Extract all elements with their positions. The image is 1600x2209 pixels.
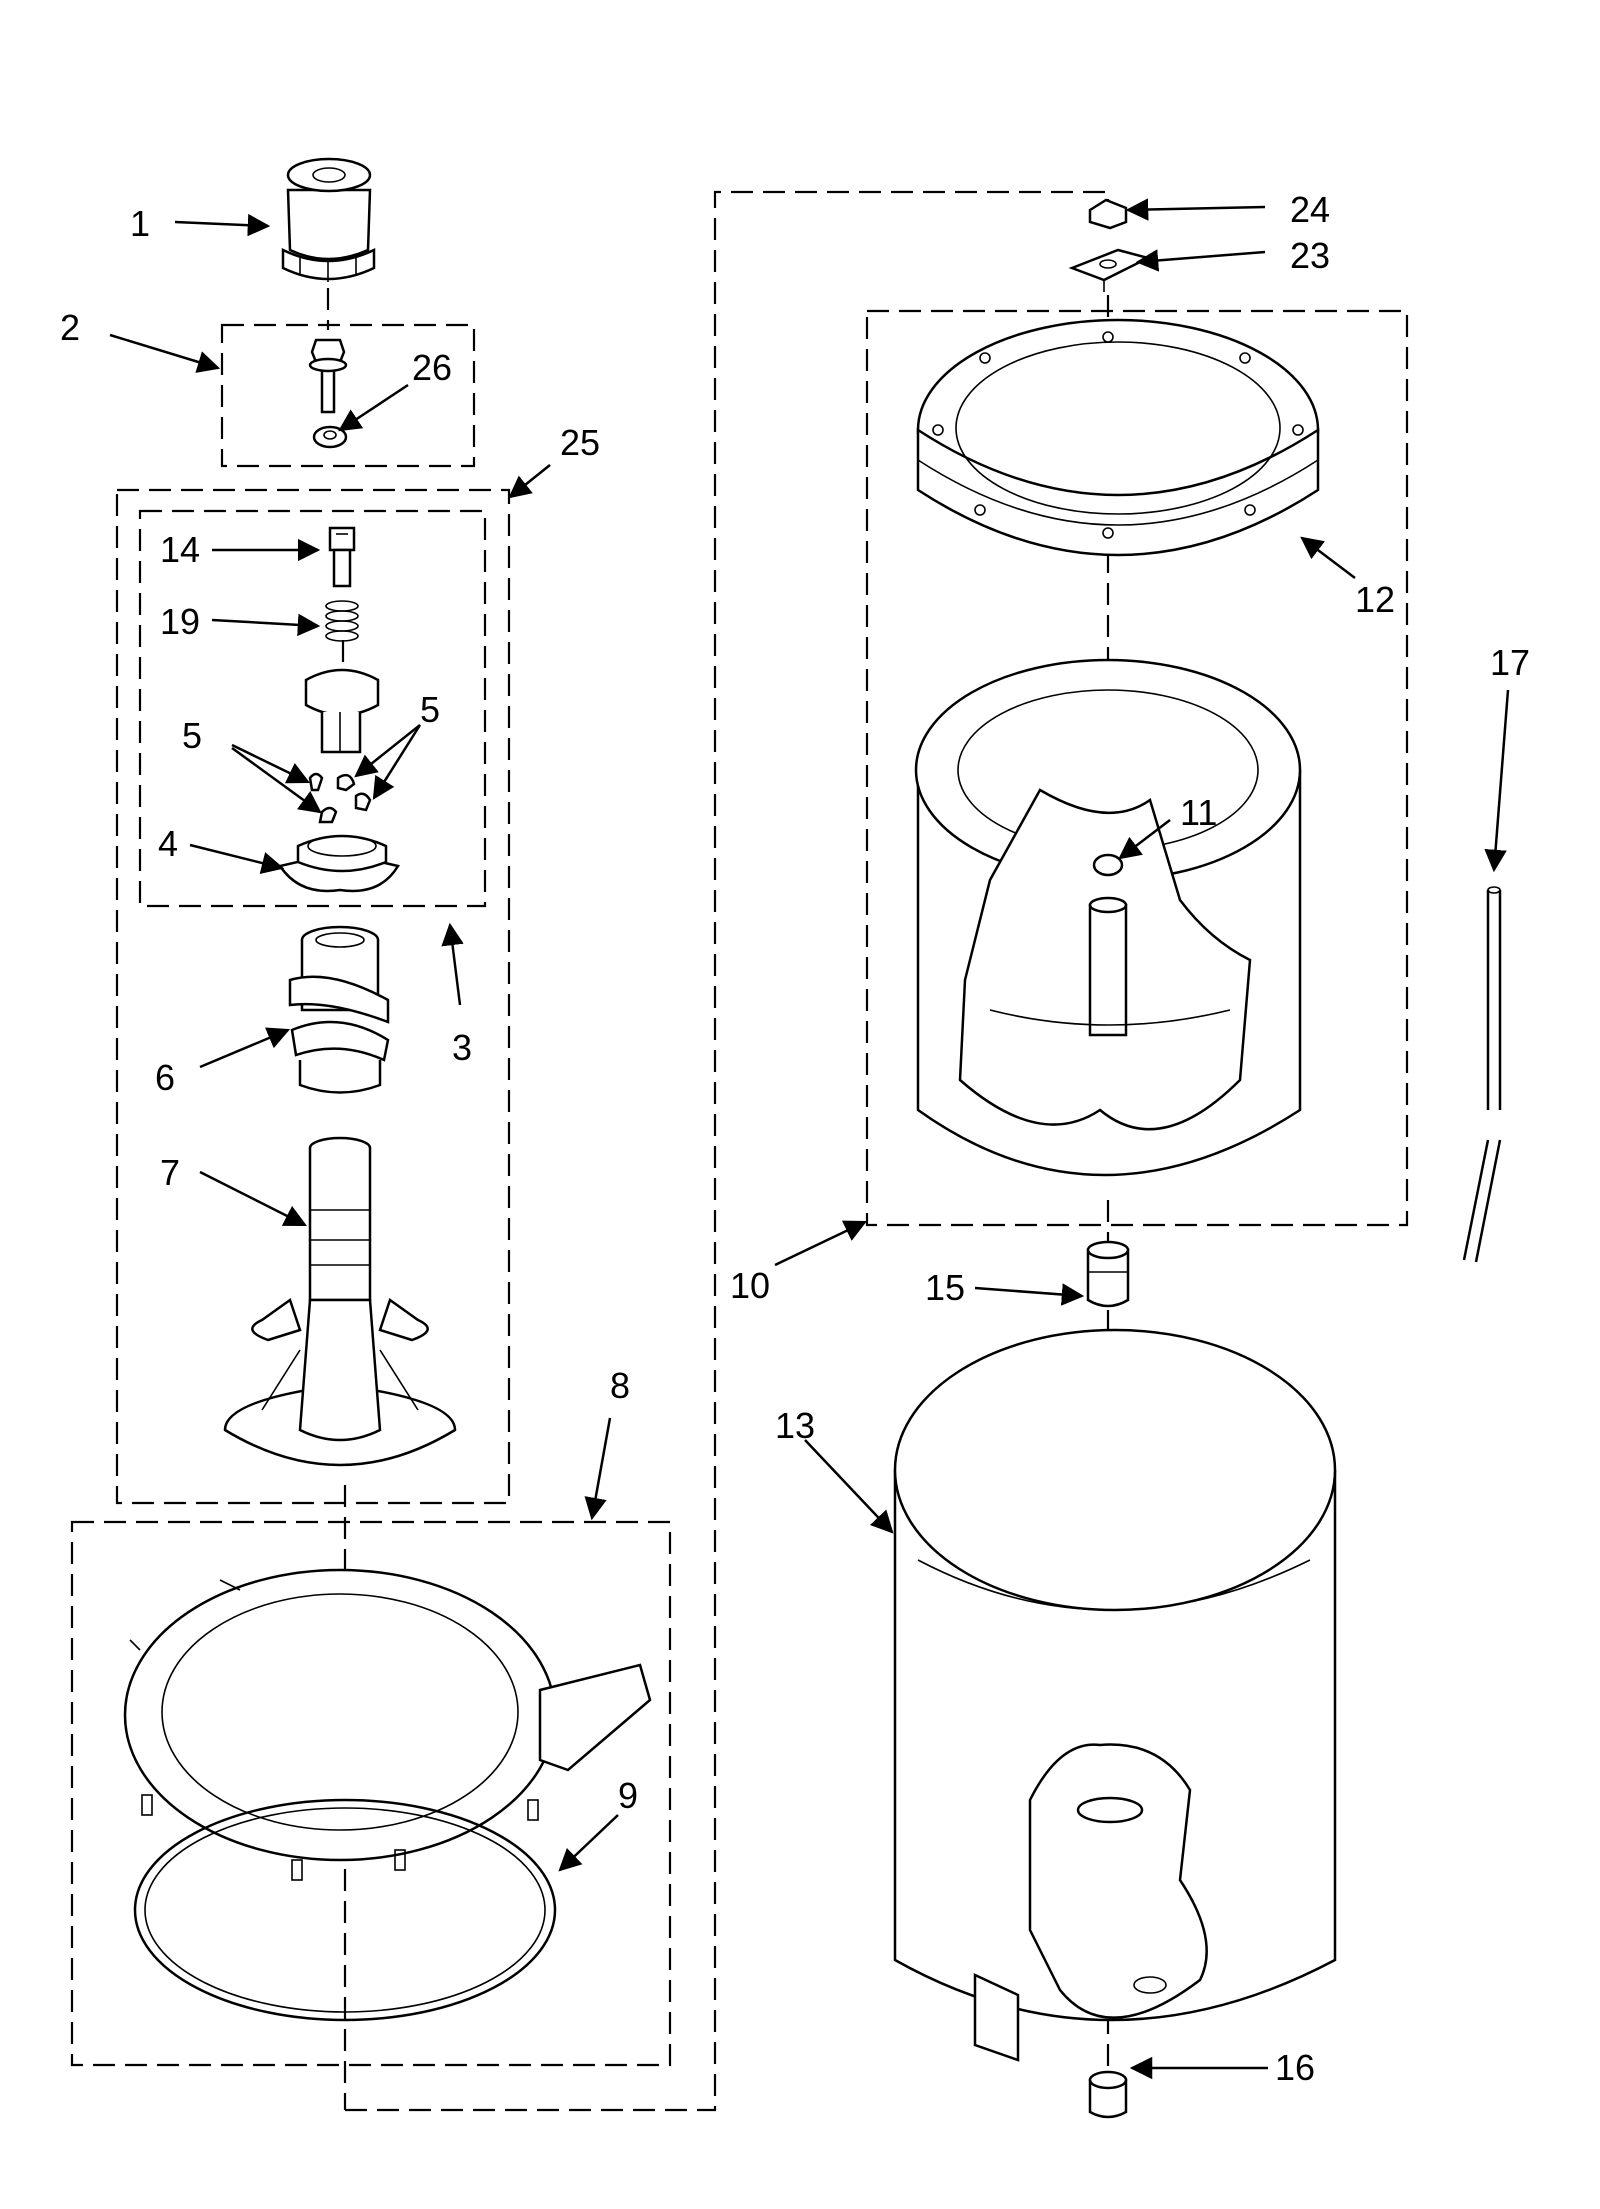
callout-10: 10 <box>730 1265 770 1306</box>
callout-23: 23 <box>1290 235 1330 276</box>
part-15-clutch-spline <box>1086 1240 1130 1308</box>
callout-24: 24 <box>1290 189 1330 230</box>
part-9-seal <box>133 1798 557 2022</box>
box-3 <box>138 509 487 908</box>
callout-14: 14 <box>160 529 200 570</box>
callout-13: 13 <box>775 1405 815 1446</box>
part-6-auger <box>288 925 390 1094</box>
group-boxes <box>70 309 1409 2067</box>
part-17-hose <box>1462 886 1502 1263</box>
part-7-agitator-base <box>223 1136 457 1467</box>
callout-8: 8 <box>610 1365 630 1406</box>
callout-6: 6 <box>155 1057 175 1098</box>
part-13-tub <box>893 1328 1337 2062</box>
part-1-cap <box>281 157 376 282</box>
callout-5-right: 5 <box>420 689 440 730</box>
callout-3: 3 <box>452 1027 472 1068</box>
box-8 <box>70 1520 672 2067</box>
part-10-basket <box>914 658 1302 1177</box>
callout-1: 1 <box>130 203 150 244</box>
part-23-bracket <box>1068 248 1152 292</box>
callout-12: 12 <box>1355 579 1395 620</box>
part-8-ring <box>123 1568 652 1881</box>
part-5-dogs <box>308 772 372 824</box>
callout-26: 26 <box>412 347 452 388</box>
callout-7: 7 <box>160 1152 180 1193</box>
part-26-washer <box>312 425 348 449</box>
leader-arrows <box>109 198 1510 2080</box>
part-24-clip <box>1088 198 1128 230</box>
callout-25: 25 <box>560 422 600 463</box>
box-2 <box>220 323 476 468</box>
callout-labels: 1 2 26 25 14 19 5 5 4 3 6 7 8 9 10 11 12… <box>60 189 1530 2088</box>
part-14-cap-pin <box>328 526 356 588</box>
part-2-bolt <box>308 338 348 414</box>
part-19-spring <box>325 600 359 642</box>
callout-16: 16 <box>1275 2047 1315 2088</box>
part-cam <box>304 668 380 754</box>
callout-15: 15 <box>925 1267 965 1308</box>
callout-17: 17 <box>1490 642 1530 683</box>
callout-19: 19 <box>160 601 200 642</box>
callout-5-left: 5 <box>182 715 202 756</box>
callout-4: 4 <box>158 823 178 864</box>
callout-2: 2 <box>60 307 80 348</box>
part-12-balance-ring <box>916 318 1320 557</box>
part-16-plug <box>1088 2070 1128 2119</box>
box-25 <box>115 488 511 1505</box>
box-10 <box>865 309 1409 1227</box>
callout-9: 9 <box>618 1775 638 1816</box>
callout-11: 11 <box>1180 792 1217 833</box>
part-4-retainer <box>277 834 400 893</box>
